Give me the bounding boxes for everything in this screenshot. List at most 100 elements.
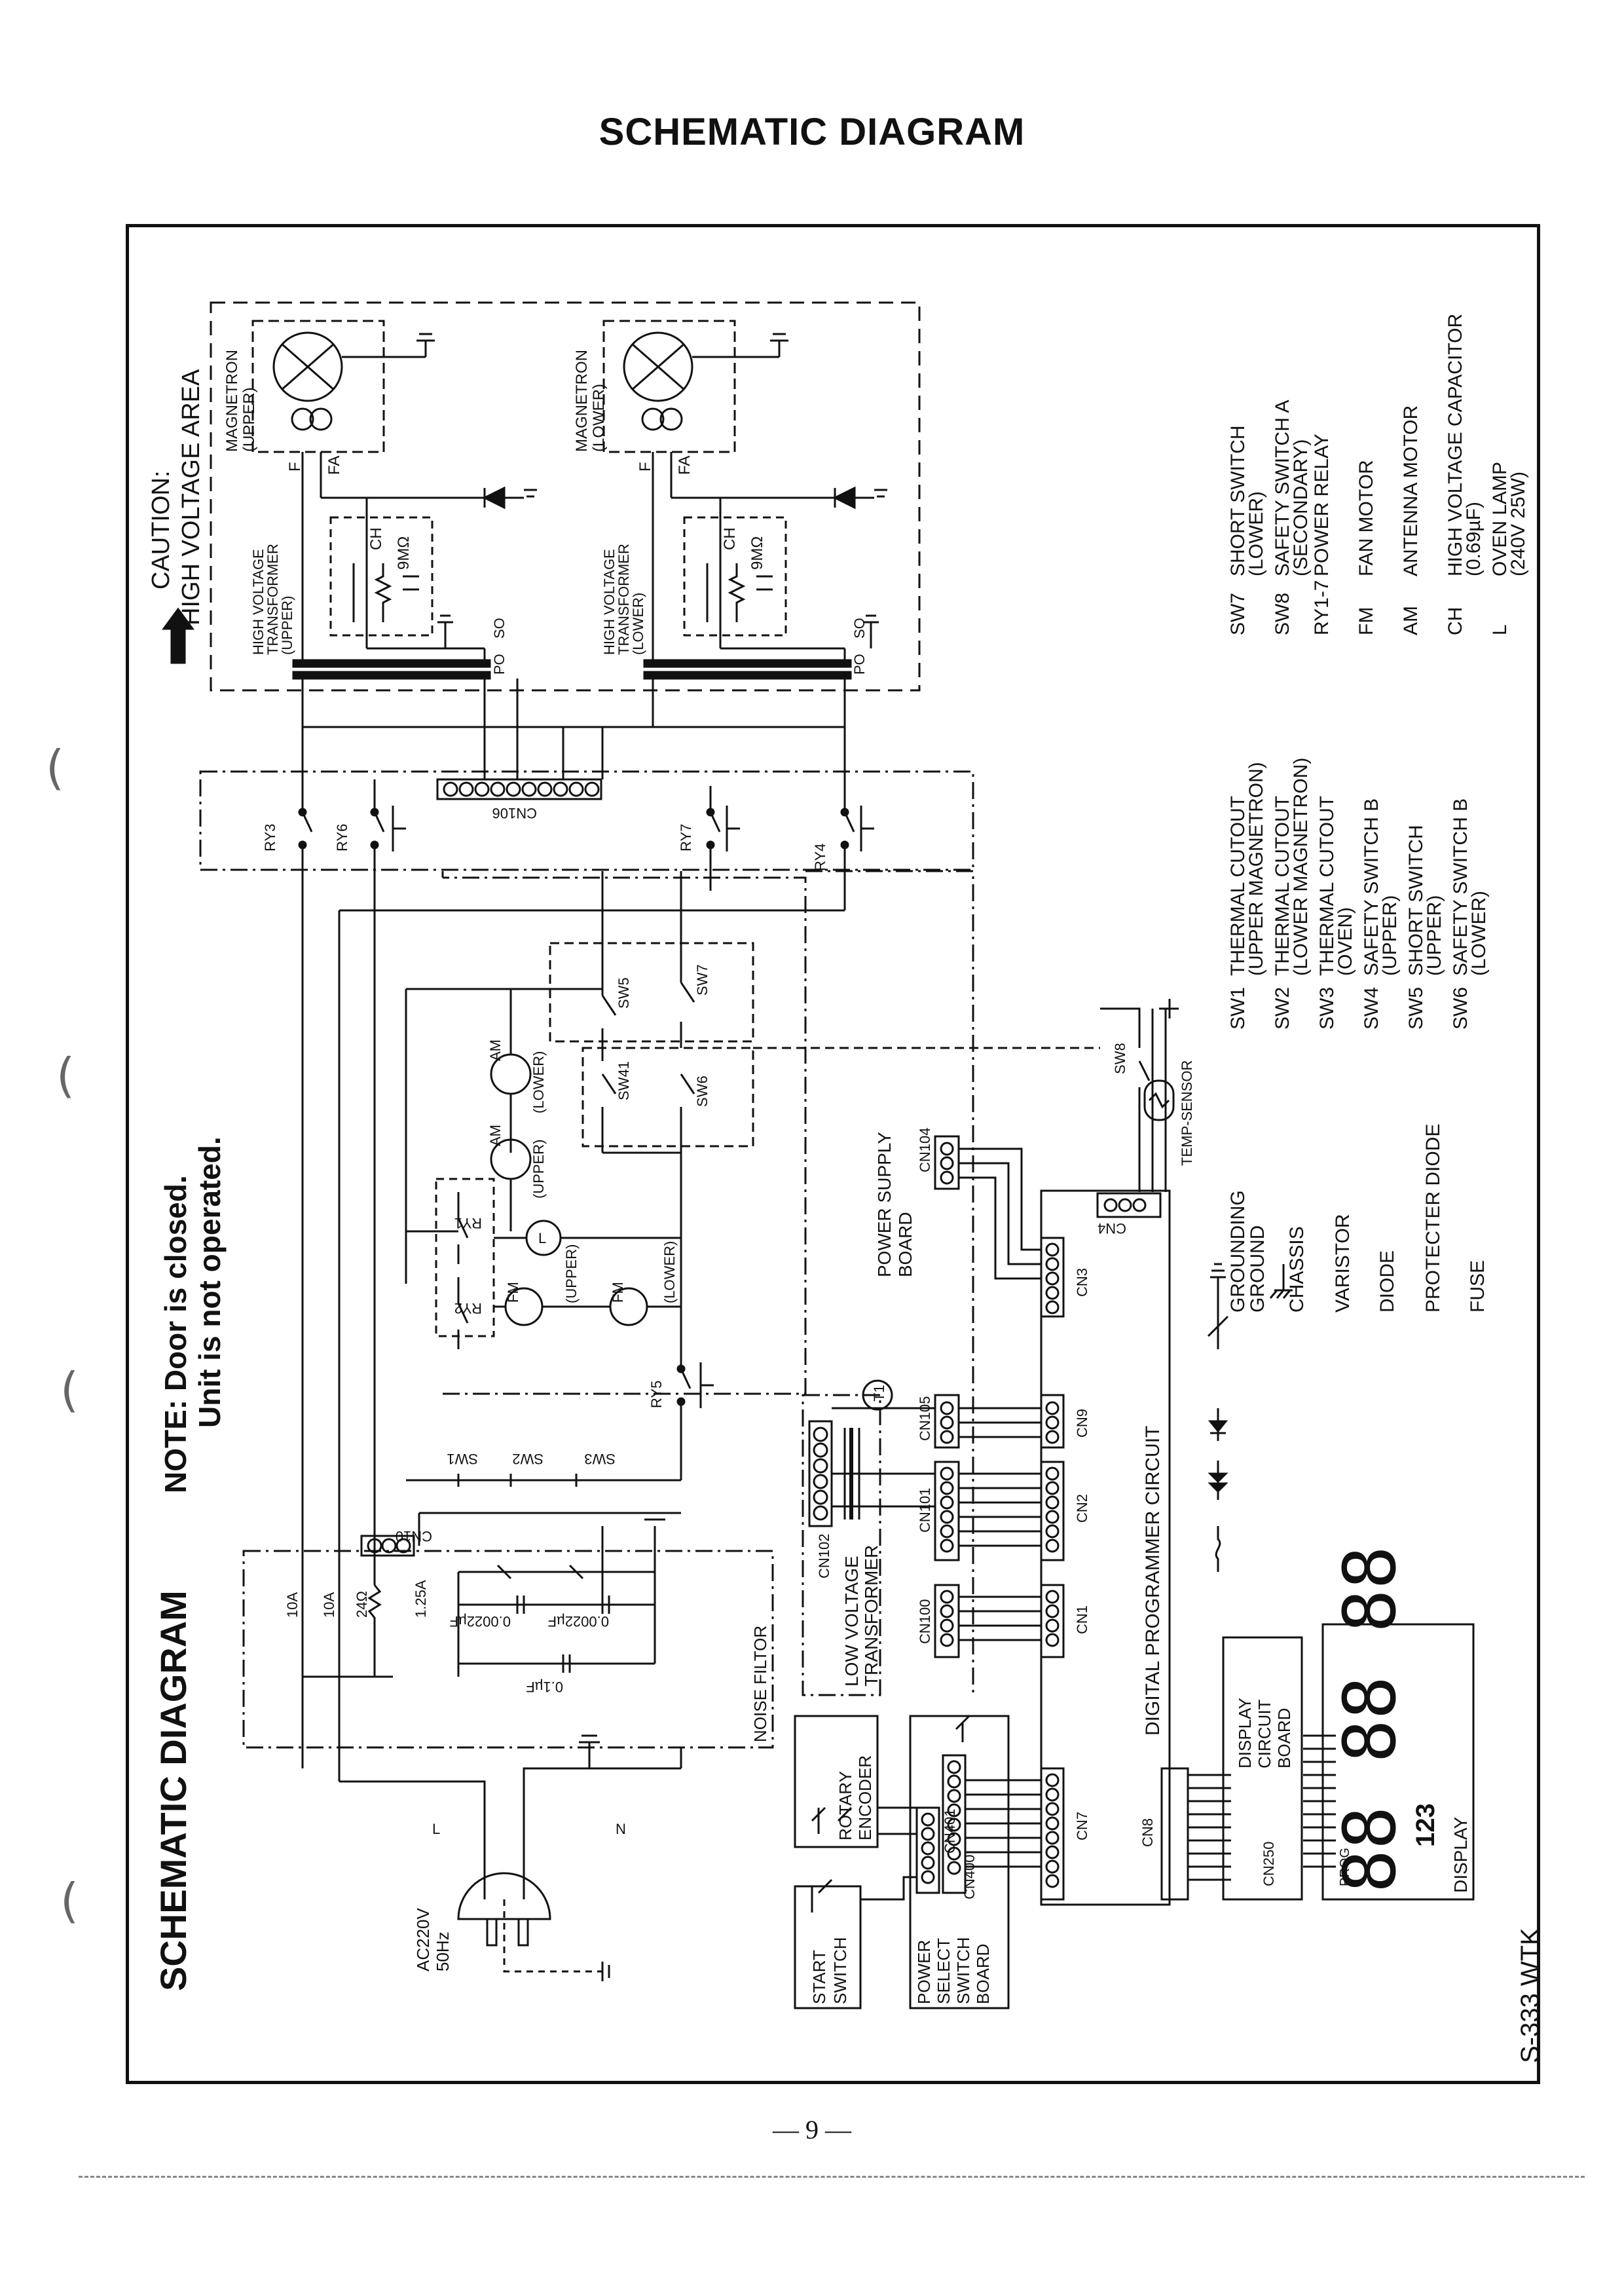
fuse-icon (1215, 1526, 1221, 1572)
antenna-motor-upper (490, 1138, 532, 1231)
ry1-label: RY1 (454, 1215, 482, 1231)
display-circuit-board (1222, 1636, 1303, 1901)
note-line-2: Unit is not operated. (193, 1136, 227, 1428)
am-upper-position: (UPPER) (530, 1140, 547, 1199)
hv-circuit-upper (301, 452, 537, 655)
cn10-label: CN10 (396, 1528, 432, 1544)
legend-am-desc: ANTENNA MOTOR (1400, 405, 1422, 576)
fm-upper-label: FM (505, 1282, 521, 1303)
rotary-encoder-contacts (811, 1806, 853, 1834)
legend-sw4-desc-2: (UPPER) (1379, 895, 1401, 976)
display-label: DISPLAY (1450, 1816, 1471, 1893)
ch-upper-label: CH (367, 527, 385, 550)
cn9-label: CN9 (1074, 1409, 1090, 1438)
protecter-diode-icon (1208, 1461, 1228, 1500)
legend-sw6-code: SW6 (1450, 987, 1471, 1030)
fa-lower-label: FA (676, 456, 693, 475)
ac-plug (301, 1734, 682, 1981)
cn250-label: CN250 (1261, 1842, 1277, 1886)
cn4-connector (1096, 1192, 1162, 1218)
cn2-label: CN2 (1074, 1494, 1090, 1523)
legend-l-desc-1: OVEN LAMP (1489, 462, 1511, 576)
po-upper-label: PO (491, 654, 507, 675)
dpc-label: DIGITAL PROGRAMMER CIRCUIT (1142, 1426, 1164, 1736)
noise-filter-box (242, 1550, 774, 1749)
legend-sw8-code: SW8 (1272, 593, 1293, 635)
cap-2-label: 0.0022µF (548, 1613, 609, 1630)
ry3-label: RY3 (262, 824, 278, 851)
margin-mark: ( (60, 1873, 79, 1928)
hv-transformer-lower (643, 655, 852, 680)
page-title: SCHEMATIC DIAGRAM (599, 111, 1025, 153)
relay-ry6 (370, 779, 406, 891)
cn105-label: CN105 (917, 1396, 933, 1441)
hvt-upper-label-2: TRANSFORMER (265, 544, 281, 655)
legend-ch-code: CH (1445, 607, 1466, 635)
magnetron-upper (251, 320, 435, 453)
margin-mark: ( (56, 1048, 75, 1103)
diagram-frame (126, 224, 1540, 2084)
line-l-label: L (432, 1821, 440, 1837)
res-24-label: 24Ω (354, 1591, 370, 1618)
margin-mark: ( (46, 740, 65, 795)
legend-symbols (1207, 1263, 1293, 1572)
sw41-label: SW41 (616, 1061, 632, 1100)
lvt-label-1: LOW VOLTAGE (841, 1556, 862, 1687)
cn105-connector (934, 1394, 960, 1449)
cn1-label: CN1 (1074, 1605, 1090, 1634)
fuse-125-label: 1.25A (413, 1580, 429, 1618)
page-number: — 9 — (773, 2115, 851, 2144)
cn1-connector (1040, 1584, 1065, 1658)
relay-ry7 (706, 786, 740, 891)
noise-filter-label: NOISE FILTOR (750, 1626, 770, 1742)
high-voltage-area-box (210, 301, 921, 692)
so-lower-label: SO (851, 618, 868, 639)
power-select-board-box (909, 1715, 1010, 2009)
magnetron-upper-sublabel: (UPPER) (240, 387, 258, 452)
am-lower-label: AM (487, 1039, 504, 1061)
legend-chassis: CHASSIS (1286, 1226, 1308, 1313)
psb-label-1: POWER SUPPLY (874, 1132, 895, 1277)
relay-board-box (199, 770, 974, 871)
hvt-lower-label-2: TRANSFORMER (616, 544, 632, 655)
sw1-label: SW1 (447, 1451, 478, 1467)
display-panel (1321, 1623, 1475, 1901)
cn400-label: CN400 (961, 1855, 978, 1899)
cn3-label: CN3 (1074, 1268, 1090, 1297)
legend-sw6-desc-1: SAFETY SWITCH B (1450, 798, 1471, 976)
legend-ry-code: RY1-7 (1311, 580, 1333, 636)
side-title: SCHEMATIC DIAGRAM (153, 1590, 194, 1991)
display-123: 123 (1411, 1803, 1440, 1847)
lvt-label-2: TRANSFORMER (861, 1545, 881, 1687)
primary-wiring (301, 679, 846, 786)
f-upper-label: F (286, 462, 304, 472)
start-switch-label-1: START (809, 1950, 829, 2004)
main-buses (301, 871, 846, 1768)
legend-protecter-diode: PROTECTER DIODE (1422, 1124, 1444, 1313)
power-select-switch (955, 1715, 970, 1742)
9m-upper-label: 9MΩ (395, 536, 413, 570)
svg-text:CAUTION:: CAUTION: (147, 470, 175, 589)
model-code: S-333 WTK (1516, 1928, 1545, 2063)
9m-lower-label: 9MΩ (748, 536, 766, 570)
legend-sw7-desc-2: (LOWER) (1246, 491, 1267, 576)
start-switch-contact (811, 1878, 833, 1912)
lv-transformer-box (802, 1394, 881, 1696)
caution-arrow-icon (162, 607, 194, 664)
cn401-label: CN401 (942, 1809, 958, 1854)
po-lower-label: PO (851, 654, 868, 675)
relay-ry5 (676, 1356, 714, 1474)
legend-ch-desc-2: (0.69µF) (1463, 502, 1485, 576)
legend-sw5-desc-2: (UPPER) (1424, 895, 1445, 976)
relay-ry1-ry2 (406, 1178, 495, 1349)
thermal-cutouts (406, 1474, 682, 1546)
legend-ground: GROUND (1247, 1225, 1268, 1313)
legend-varistor: VARISTOR (1332, 1214, 1354, 1313)
sw3-label: SW3 (584, 1451, 616, 1467)
cn400-connector (915, 1806, 940, 1894)
hvt-upper-label-1: HIGH VOLTAGE (250, 549, 267, 655)
legend-sw5-code: SW5 (1405, 987, 1427, 1030)
power-select-label-2: SELECT (934, 1938, 953, 2004)
power-select-label-3: SWITCH (953, 1937, 973, 2004)
start-switch-box (794, 1885, 862, 2009)
